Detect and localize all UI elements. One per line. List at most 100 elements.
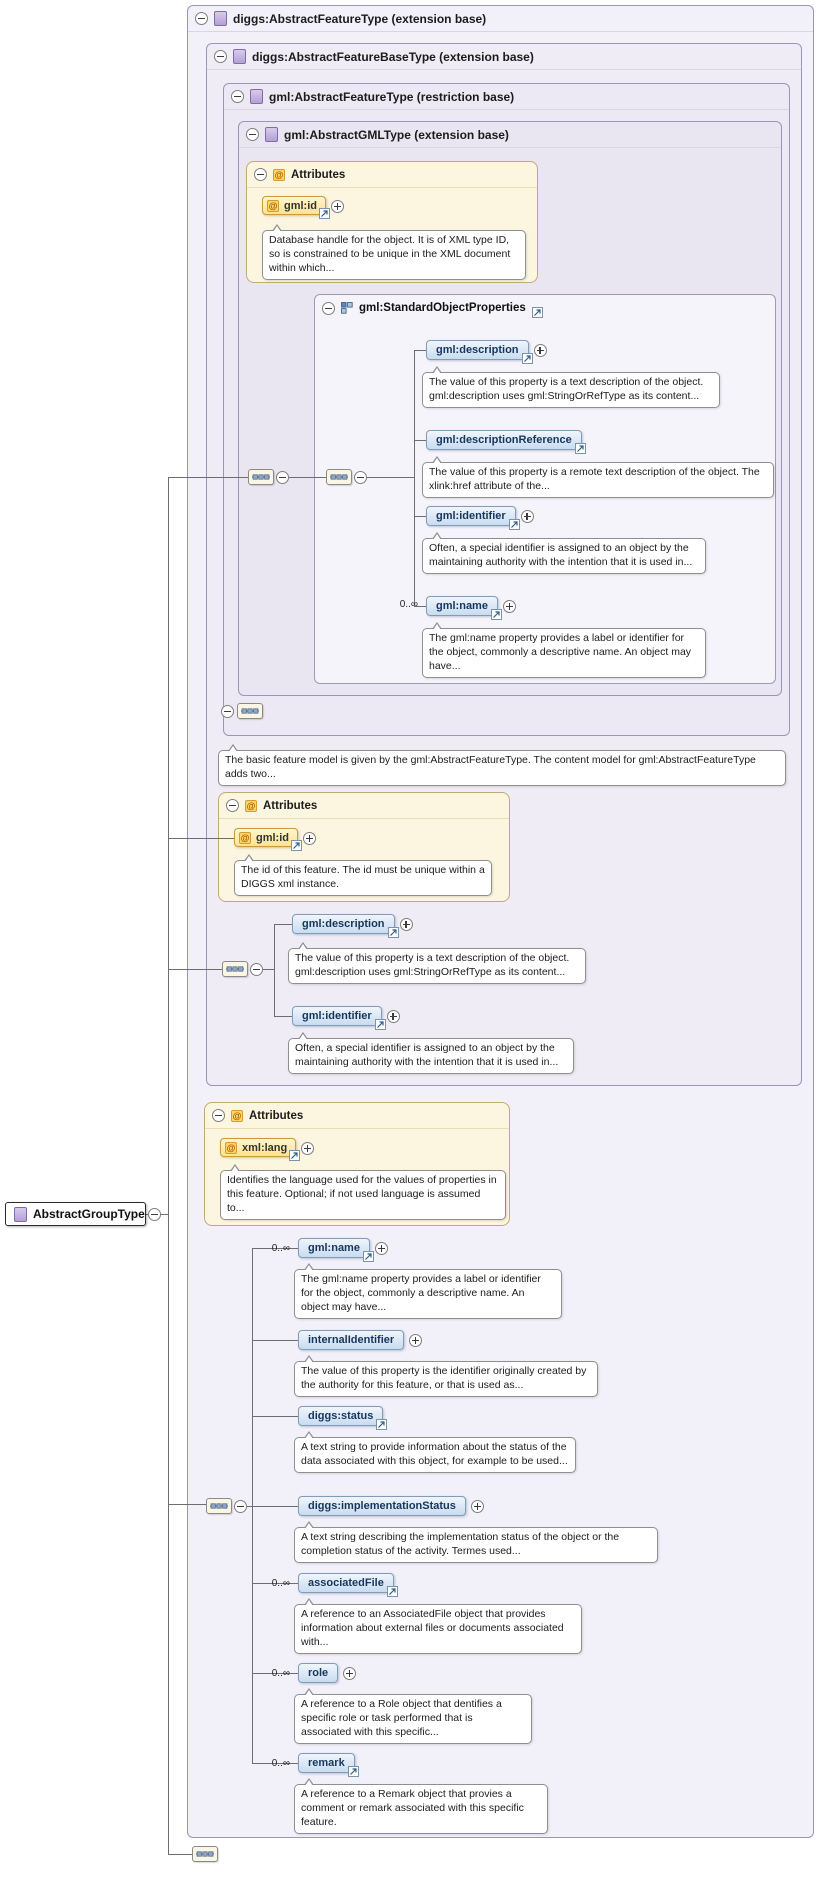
expand-icon[interactable]	[331, 200, 344, 213]
collapse-icon[interactable]	[148, 1208, 161, 1221]
element-gml-descriptionreference[interactable]: gml:descriptionReference	[426, 430, 586, 454]
collapse-icon[interactable]	[254, 168, 267, 181]
collapse-icon[interactable]	[234, 1500, 247, 1513]
expand-icon[interactable]	[301, 1142, 315, 1155]
ref-icon[interactable]	[376, 1419, 388, 1430]
type-box-header-gml-abstractfeaturetype: gml:AbstractFeatureType (restriction bas…	[224, 84, 789, 110]
collapse-icon[interactable]	[226, 799, 239, 812]
complex-type-icon	[214, 11, 227, 26]
expand-icon[interactable]	[399, 918, 413, 931]
ref-icon[interactable]	[291, 840, 302, 851]
ref-icon[interactable]	[319, 208, 330, 219]
ref-icon[interactable]	[347, 1766, 359, 1777]
model-group-icon	[341, 302, 353, 314]
connector-line	[252, 1248, 298, 1249]
sequence-icon[interactable]	[248, 469, 274, 485]
ref-icon[interactable]	[386, 1586, 398, 1597]
root-type-label: AbstractGroupType	[33, 1207, 145, 1221]
sequence-icon[interactable]	[237, 703, 263, 719]
connector-line	[252, 1416, 298, 1417]
ref-icon[interactable]	[387, 927, 399, 938]
element-label: diggs:implementationStatus	[308, 1500, 456, 1512]
connector-line	[289, 477, 326, 478]
annotation-callout: A reference to an AssociatedFile object …	[294, 1598, 582, 1654]
element-diggs-status[interactable]: diggs:status	[298, 1406, 388, 1430]
collapse-icon[interactable]	[354, 471, 367, 484]
attribute-icon: @	[245, 799, 257, 812]
sequence-icon[interactable]	[192, 1846, 218, 1862]
element-associatedfile[interactable]: associatedFile	[298, 1573, 398, 1597]
group-box-header-standardobjectproperties: gml:StandardObjectProperties	[315, 295, 775, 321]
annotation-callout: The gml:name property provides a label o…	[422, 622, 706, 678]
collapse-icon[interactable]	[231, 90, 244, 103]
expand-icon[interactable]	[374, 1242, 388, 1255]
attribute-label: xml:lang	[242, 1141, 288, 1154]
ref-icon[interactable]	[289, 1150, 301, 1161]
root-type-abstractgrouptype[interactable]: AbstractGroupType	[5, 1202, 146, 1226]
element-gml-description-2[interactable]: gml:description	[292, 914, 413, 938]
annotation-callout: The id of this feature. The id must be u…	[234, 854, 492, 896]
annotation-callout-feature-model: The basic feature model is given by the …	[218, 744, 786, 786]
attribute-icon: @	[273, 168, 285, 181]
element-internalidentifier[interactable]: internalIdentifier	[298, 1330, 423, 1350]
expand-icon[interactable]	[386, 1010, 400, 1023]
collapse-icon[interactable]	[212, 1109, 225, 1122]
element-remark[interactable]: remark	[298, 1753, 359, 1777]
connector-line	[168, 969, 222, 970]
attribute-icon: @	[231, 1109, 243, 1122]
connector-line	[274, 1016, 292, 1017]
ref-icon[interactable]	[574, 443, 586, 454]
annotation-callout: The value of this property is a text des…	[288, 942, 586, 984]
element-gml-name[interactable]: gml:name	[426, 596, 516, 620]
expand-icon[interactable]	[343, 1667, 357, 1680]
sequence-icon[interactable]	[222, 961, 248, 977]
collapse-icon[interactable]	[214, 50, 227, 63]
ref-icon[interactable]	[362, 1251, 374, 1262]
collapse-icon[interactable]	[322, 301, 335, 315]
expand-icon[interactable]	[303, 832, 316, 845]
expand-icon[interactable]	[470, 1500, 484, 1513]
annotation-callout: The value of this property is a remote t…	[422, 456, 774, 498]
attribute-xml-lang[interactable]: @ xml:lang	[220, 1138, 315, 1161]
element-gml-name-2[interactable]: gml:name	[298, 1238, 388, 1262]
collapse-icon[interactable]	[195, 12, 208, 25]
element-diggs-implementationstatus[interactable]: diggs:implementationStatus	[298, 1496, 484, 1516]
annotation-callout: Often, a special identifier is assigned …	[422, 532, 706, 574]
annotation-callout: Database handle for the object. It is of…	[262, 224, 526, 280]
element-gml-identifier-2[interactable]: gml:identifier	[292, 1006, 400, 1030]
type-box-header-gml-abstractgmltype: gml:AbstractGMLType (extension base)	[239, 122, 781, 148]
element-gml-identifier[interactable]: gml:identifier	[426, 506, 534, 530]
type-box-label: diggs:AbstractFeatureBaseType (extension…	[252, 49, 534, 64]
expand-icon[interactable]	[502, 600, 516, 613]
type-box-label: gml:AbstractGMLType (extension base)	[284, 127, 509, 142]
element-role[interactable]: role	[298, 1663, 357, 1683]
sequence-icon[interactable]	[206, 1498, 232, 1514]
collapse-icon[interactable]	[246, 128, 259, 141]
expand-icon[interactable]	[409, 1334, 423, 1347]
connector-line	[247, 1506, 298, 1507]
element-label: gml:description	[302, 918, 385, 930]
connector-line	[168, 1854, 192, 1855]
element-label: gml:name	[308, 1242, 360, 1254]
sequence-icon[interactable]	[326, 469, 352, 485]
ref-icon[interactable]	[521, 353, 533, 364]
expand-icon[interactable]	[533, 344, 547, 357]
attribute-icon: @	[239, 831, 251, 844]
occurrence-label: 0..∞	[271, 1758, 290, 1769]
ref-icon[interactable]	[531, 306, 543, 318]
ref-icon[interactable]	[508, 519, 520, 530]
connector-line	[414, 350, 415, 606]
collapse-icon[interactable]	[276, 471, 289, 484]
attribute-gml-id[interactable]: @ gml:id	[234, 828, 316, 851]
collapse-icon[interactable]	[221, 705, 234, 718]
element-label: gml:name	[436, 600, 488, 612]
attribute-gml-id[interactable]: @ gml:id	[262, 196, 344, 219]
ref-icon[interactable]	[374, 1019, 386, 1030]
ref-icon[interactable]	[490, 609, 502, 620]
collapse-icon[interactable]	[250, 963, 263, 976]
expand-icon[interactable]	[520, 510, 534, 523]
element-label: associatedFile	[308, 1577, 384, 1589]
element-label: gml:identifier	[436, 510, 506, 522]
element-gml-description[interactable]: gml:description	[426, 340, 547, 364]
complex-type-icon	[233, 49, 246, 64]
